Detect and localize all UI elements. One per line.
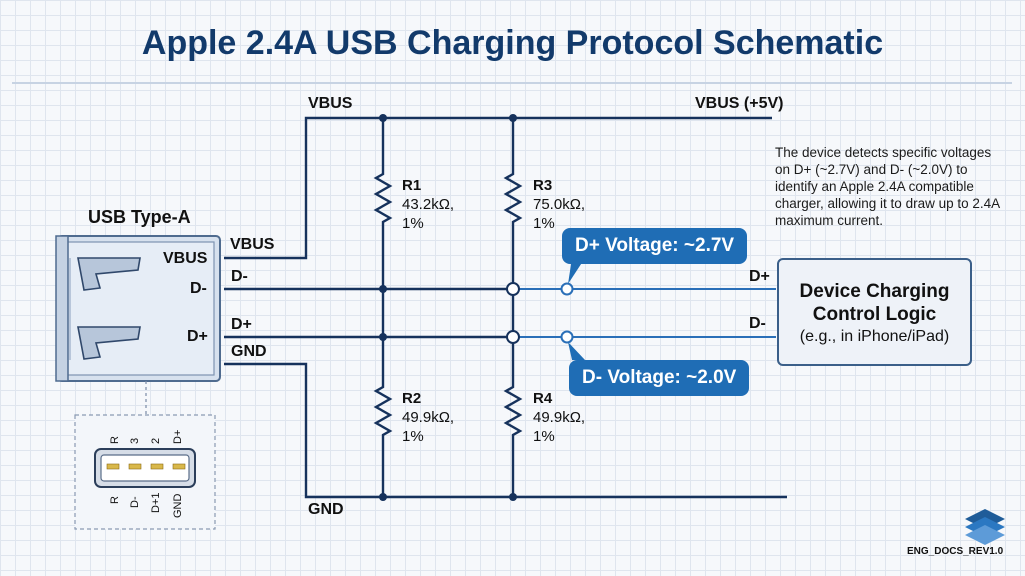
device-charging-logic-box: Device Charging Control Logic (e.g., in … [777,258,972,366]
callout-dminus-voltage: D- Voltage: ~2.0V [569,360,750,396]
connector-pin-dminus: D- [190,280,207,297]
resistor-tolerance: 1% [533,215,555,232]
r3-branch [503,118,523,283]
docs-logo-icon [965,509,1005,545]
pin-top-label: D+ [172,429,184,444]
net-label-gnd-bottom: GND [308,501,344,518]
resistor-tolerance: 1% [402,428,424,445]
resistor-tolerance: 1% [402,215,424,232]
pin-bottom-label: GND [172,493,184,518]
net-label-gnd-left: GND [231,343,267,360]
connector-pin-vbus: VBUS [163,250,208,267]
net-label-dminus-left: D- [231,268,248,285]
callout-dminus-pointer [568,342,585,360]
gnd-wire [224,362,787,499]
net-label-vbus-right: VBUS (+5V) [695,95,784,112]
title-divider [12,82,1012,84]
resistor-name: R1 [402,177,422,194]
callout-dplus-voltage: D+ Voltage: ~2.7V [562,228,748,264]
resistor-value: 75.0kΩ, [533,196,586,213]
net-label-dminus-right: D- [749,315,766,332]
pin-top-label: 2 [150,437,162,444]
resistor-value: 49.9kΩ, [533,409,586,426]
r1-branch [373,118,393,289]
pin-bottom-label: D- [129,496,141,508]
connector-title: USB Type-A [88,207,191,227]
junction-dot [379,493,387,501]
pin-contact [172,463,186,470]
pin-top-label: 3 [129,437,141,444]
junction-dot [509,493,517,501]
node-dminus-r3 [506,282,520,296]
resistor-name: R2 [402,390,422,407]
resistor-tolerance: 1% [533,428,555,445]
resistor-r2-label: R2 49.9kΩ, 1% [402,389,454,446]
vbus-wire [224,116,772,260]
device-title-line2: Control Logic [812,304,937,325]
node-dplus-r4 [506,330,520,344]
r2-branch [373,337,393,497]
device-title-line1: Device Charging [799,281,950,302]
connector-pin-dplus: D+ [187,328,208,345]
pin-contact [106,463,120,470]
junction-dot [379,114,387,122]
usb-connector-drawing [55,235,221,382]
junction-dot [379,333,387,341]
pin-contact [150,463,164,470]
footer-revision: ENG_DOCS_REV1.0 [907,546,1004,557]
resistor-value: 43.2kΩ, [402,196,455,213]
net-label-dplus-right: D+ [749,268,770,285]
pin-top-label: R [109,436,121,444]
probe-dplus [560,282,574,296]
pin-bottom-label: D+1 [150,492,162,514]
r4-branch [503,343,523,497]
device-subtitle: (e.g., in iPhone/iPad) [799,328,950,345]
pin-bottom-label: R [109,496,121,504]
resistor-name: R3 [533,177,553,194]
resistor-value: 49.9kΩ, [402,409,455,426]
net-label-vbus-top: VBUS [308,95,353,112]
resistor-r1-label: R1 43.2kΩ, 1% [402,176,454,233]
net-label-vbus-left: VBUS [230,236,275,253]
probe-dminus [560,330,574,344]
resistor-r3-label: R3 75.0kΩ, 1% [533,176,585,233]
pin-contact [128,463,142,470]
page-title: Apple 2.4A USB Charging Protocol Schemat… [141,24,884,62]
junction-dot [379,285,387,293]
explanation-note: The device detects specific voltages on … [775,145,1000,228]
callout-dplus-pointer [568,258,585,284]
resistor-r4-label: R4 49.9kΩ, 1% [533,389,585,446]
resistor-name: R4 [533,390,553,407]
net-label-dplus-left: D+ [231,316,252,333]
junction-dot [509,114,517,122]
